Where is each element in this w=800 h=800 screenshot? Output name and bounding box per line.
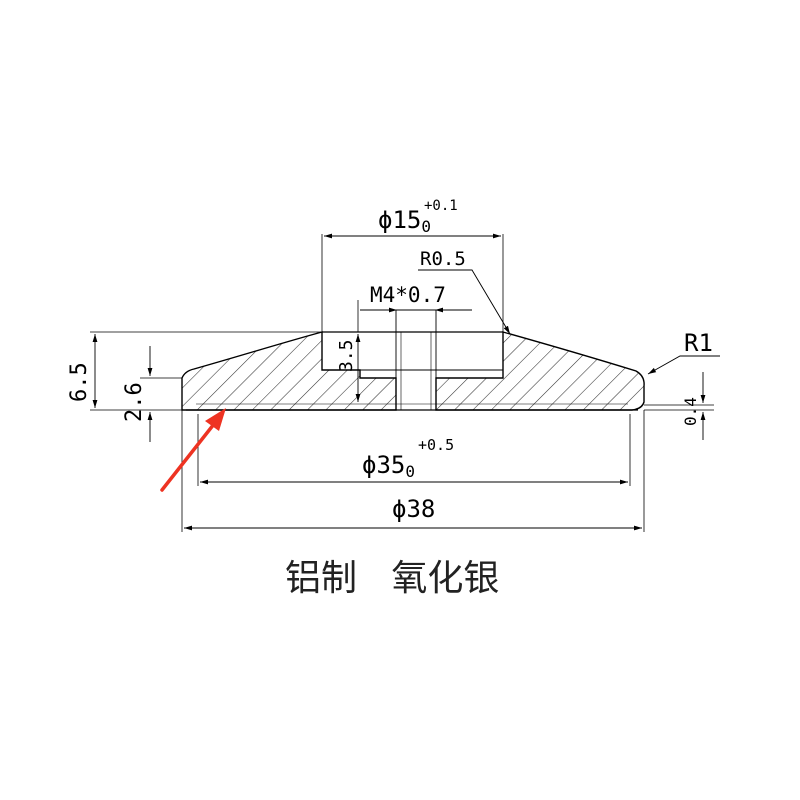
phi15-label: ϕ150 xyxy=(378,206,431,236)
dimension-labels: ϕ150 +0.1 R0.5 M4*0.7 R1 6.5 2.6 3.5 0.4… xyxy=(67,198,713,523)
h26-label: 2.6 xyxy=(122,382,147,422)
h04-label: 0.4 xyxy=(681,397,700,426)
phi38-label: ϕ38 xyxy=(392,495,435,523)
m4-label: M4*0.7 xyxy=(370,283,446,307)
extension-lines xyxy=(90,234,714,532)
phi35-tolerance: +0.5 xyxy=(418,436,454,454)
section-right xyxy=(435,331,645,411)
phi15-tolerance: +0.1 xyxy=(424,198,458,214)
r05-label: R0.5 xyxy=(420,248,466,270)
r1-label: R1 xyxy=(684,329,713,357)
dimension-lines xyxy=(92,233,720,531)
phi35-label: ϕ350 xyxy=(362,451,415,481)
material-caption: 铝制 氧化银 xyxy=(285,558,499,599)
red-arrow-icon xyxy=(160,408,226,492)
part-section xyxy=(181,310,645,411)
h65-label: 6.5 xyxy=(67,362,92,402)
section-left xyxy=(181,331,397,411)
h35-label: 3.5 xyxy=(336,339,357,372)
